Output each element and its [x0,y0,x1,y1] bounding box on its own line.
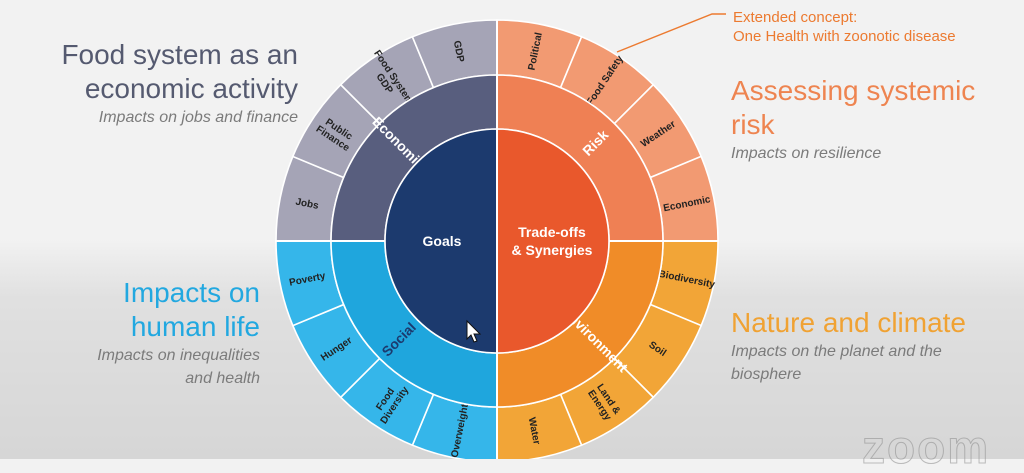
systemic-risk-title: Assessing systemic risk [731,75,976,140]
economic-activity-subtitle: Impacts on jobs and finance [98,109,298,126]
human-life-subtitle-line1: Impacts on inequalities [97,347,260,364]
tradeoffs-label: Trade-offs& Synergies [512,224,593,258]
human-life-subtitle-line2: and health [185,370,260,387]
nature-climate-subtitle-line2: biosphere [731,366,802,383]
extended-concept-callout: Extended concept: One Health with zoonot… [733,8,956,46]
economic-outer-label-4: GDP [451,40,466,64]
economic-activity-title-line1: Food system as an [61,39,298,70]
human-life-title-line2: human life [130,311,260,342]
callout-connector-line [616,13,726,53]
nature-climate-title: Nature and climate [731,307,967,338]
systemic-risk-subtitle: Impacts on resilience [731,145,882,162]
economic-outer-label-1: Jobs [295,197,320,212]
nature-climate-subtitle-line1: Impacts on the planet and the [731,343,942,360]
environment-outer-label-4: Water [526,416,542,445]
human-life-title-line1: Impacts on [123,277,260,308]
callout-line1: Extended concept: [733,9,858,26]
economic-activity-caption: Food system as an economic activity Impa… [40,38,298,129]
callout-line2: One Health with zoonotic disease [733,28,956,45]
economic-activity-title-line2: economic activity [84,73,298,104]
human-life-caption: Impacts on human life Impacts on inequal… [40,276,260,390]
nature-climate-caption: Nature and climate Impacts on the planet… [731,306,1021,386]
systemic-risk-caption: Assessing systemic risk Impacts on resil… [731,74,1021,165]
goals-label: Goals [423,233,462,249]
zoom-watermark: zoom [861,421,991,473]
